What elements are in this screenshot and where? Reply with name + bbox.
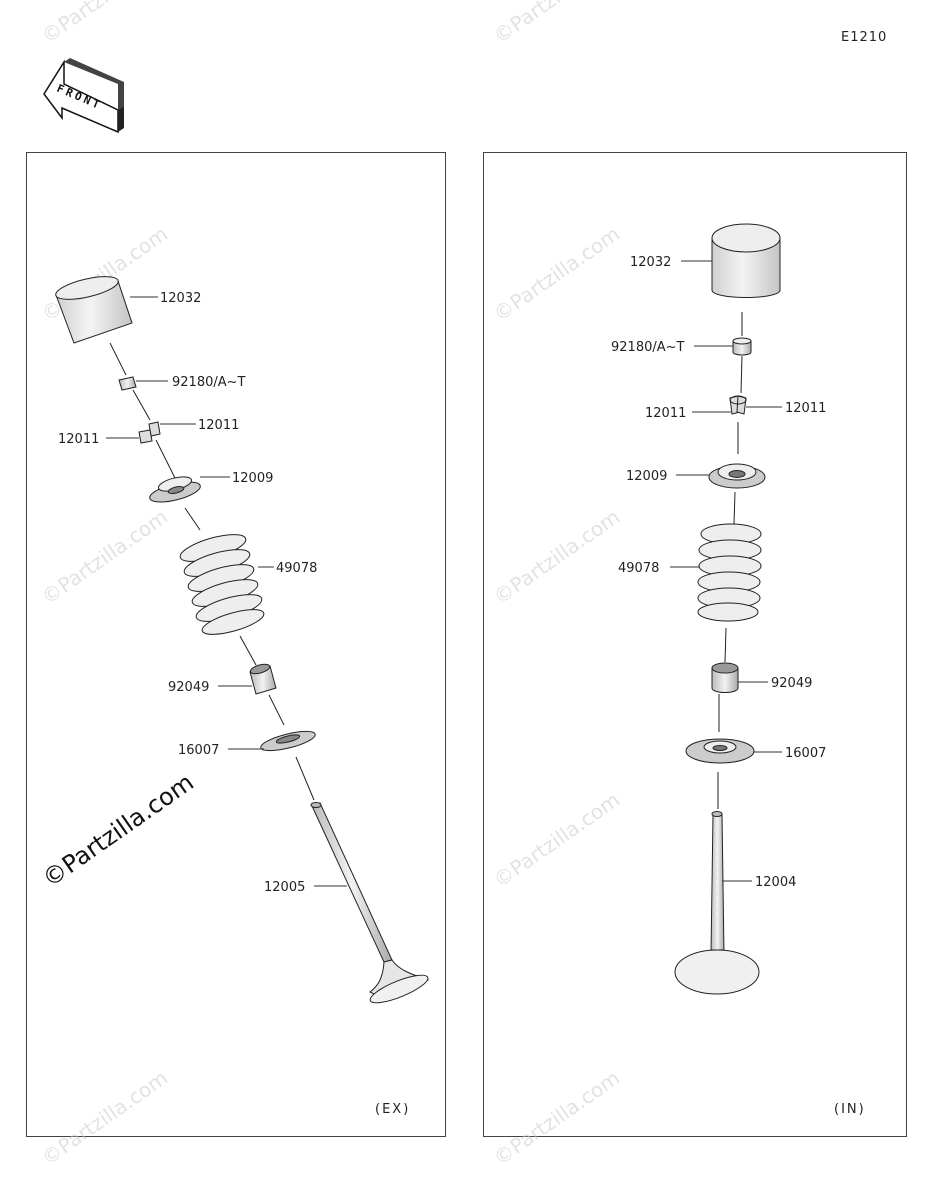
exhaust-spring xyxy=(179,534,265,635)
intake-label-spring: 49078 xyxy=(618,561,659,576)
exhaust-retainer xyxy=(149,476,201,503)
intake-label-seat: 16007 xyxy=(785,746,826,761)
exhaust-shim xyxy=(118,376,137,391)
exhaust-label-cotter-right: 12011 xyxy=(198,418,239,433)
exhaust-label-shim: 92180/A~T xyxy=(172,375,246,390)
intake-cotters xyxy=(729,395,747,415)
intake-retainer xyxy=(708,463,766,489)
intake-label-tappet: 12032 xyxy=(630,255,671,270)
intake-caption: (IN) xyxy=(834,1102,866,1117)
intake-spring-seat xyxy=(685,738,755,764)
watermark-text: ©Partzilla.com xyxy=(489,222,624,327)
exhaust-tappet xyxy=(55,276,133,344)
exhaust-valve-seal xyxy=(249,663,277,695)
watermark-text: ©Partzilla.com xyxy=(489,505,624,610)
intake-label-cotter-right: 12011 xyxy=(785,401,826,416)
exhaust-valve xyxy=(310,802,430,1004)
intake-valve-seal xyxy=(711,662,739,693)
exhaust-label-cotter-left: 12011 xyxy=(58,432,99,447)
intake-tappet xyxy=(711,223,781,298)
watermark-text: ©Partzilla.com xyxy=(37,1066,172,1171)
exhaust-label-spring: 49078 xyxy=(276,561,317,576)
exhaust-label-seat: 16007 xyxy=(178,743,219,758)
watermark-dark: ©Partzilla.com xyxy=(37,768,199,893)
intake-label-retainer: 12009 xyxy=(626,469,667,484)
exhaust-caption: (EX) xyxy=(375,1102,410,1117)
exhaust-label-valve: 12005 xyxy=(264,880,305,895)
intake-label-shim: 92180/A~T xyxy=(611,340,685,355)
watermark-text: ©Partzilla.com xyxy=(37,0,172,48)
intake-label-valve: 12004 xyxy=(755,875,796,890)
watermark-text: ©Partzilla.com xyxy=(489,788,624,893)
watermark-text: ©Partzilla.com xyxy=(489,0,624,48)
diagram-code: E1210 xyxy=(841,30,888,45)
watermark-text: ©Partzilla.com xyxy=(37,505,172,610)
exhaust-label-tappet: 12032 xyxy=(160,291,201,306)
intake-label-cotter-left: 12011 xyxy=(645,406,686,421)
exhaust-label-seal: 92049 xyxy=(168,680,209,695)
intake-spring xyxy=(697,523,762,622)
intake-shim xyxy=(732,337,752,356)
exhaust-label-retainer: 12009 xyxy=(232,471,273,486)
exhaust-parts: 12032 92180/A~T 12011 12011 12009 49078 … xyxy=(55,276,430,1117)
intake-parts: 12032 92180/A~T 12011 12011 12009 49078 … xyxy=(611,223,866,1117)
intake-label-seal: 92049 xyxy=(771,676,812,691)
watermark-text: ©Partzilla.com xyxy=(489,1066,624,1171)
exhaust-spring-seat xyxy=(260,730,316,752)
watermarks: ©Partzilla.com ©Partzilla.com ©Partzilla… xyxy=(37,0,624,1170)
exhaust-cotters xyxy=(138,421,161,444)
intake-valve xyxy=(674,811,760,995)
